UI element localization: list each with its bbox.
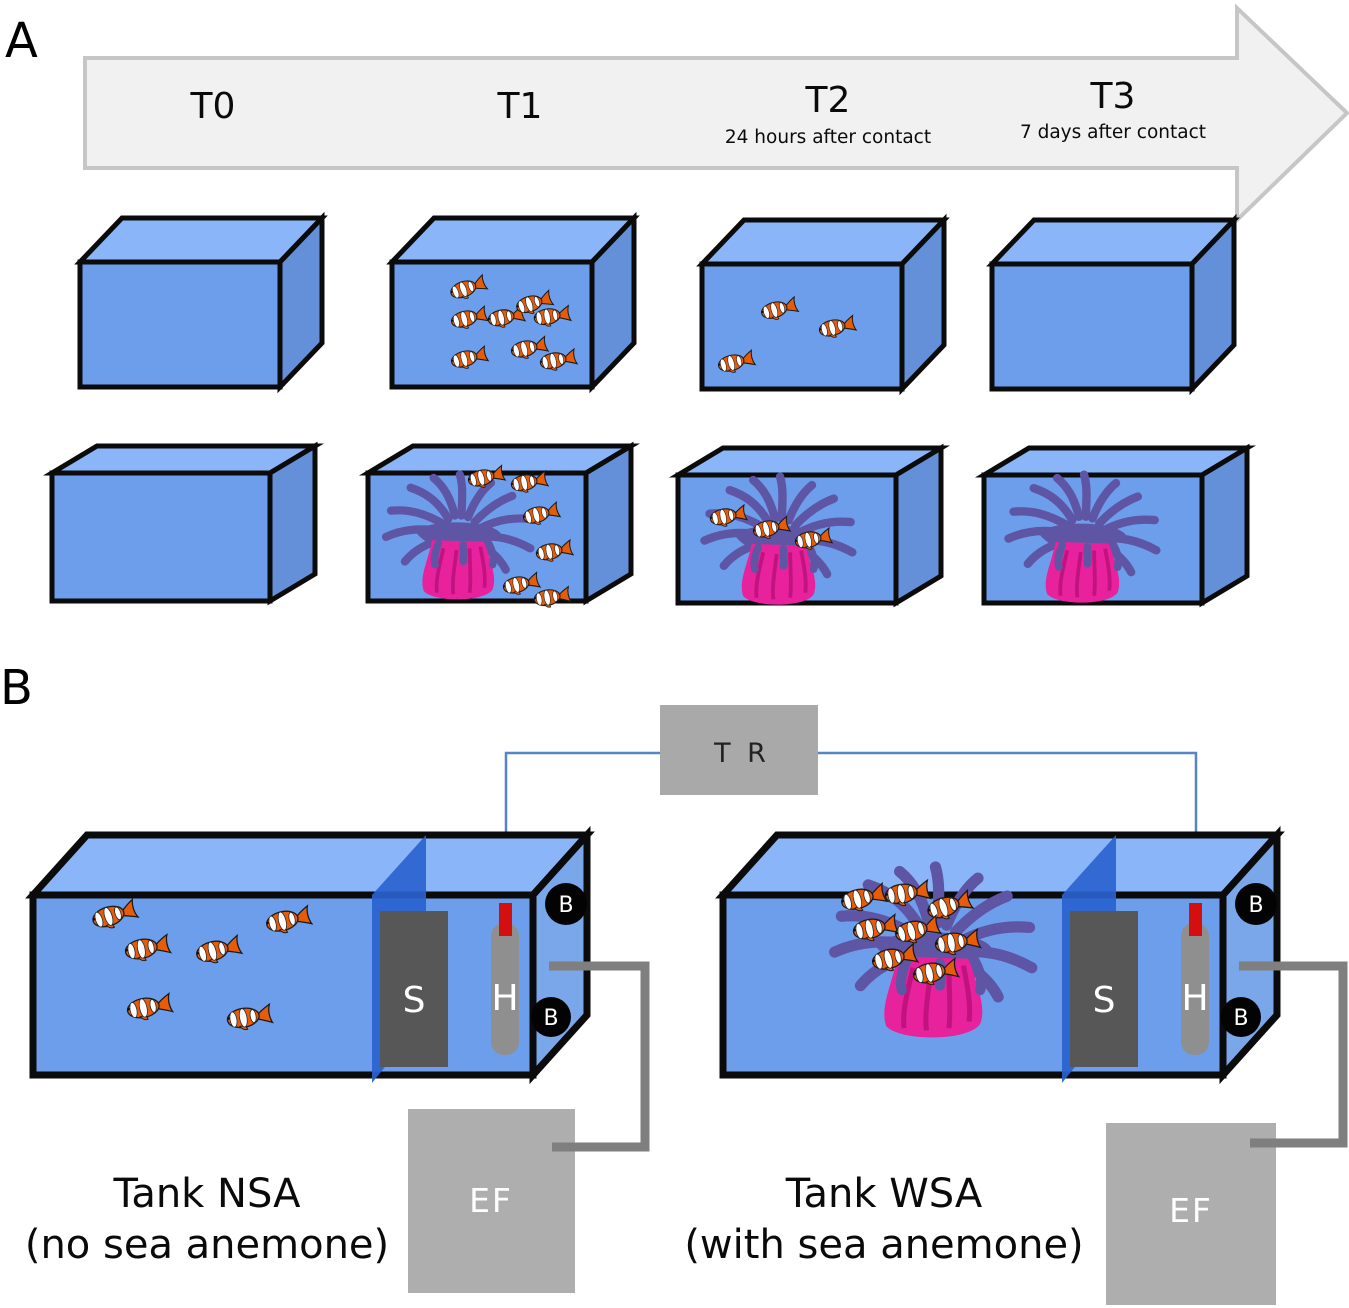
separator-label: S (1093, 980, 1116, 1021)
panel-a-label: A (5, 13, 38, 69)
tank-row1-t2 (696, 213, 950, 396)
tank-nsa-subtitle: (no sea anemone) (25, 1222, 389, 1268)
bubbler-label: B (543, 1006, 558, 1031)
tank-wsa-subtitle: (with sea anemone) (684, 1222, 1083, 1268)
tr-box: T R (660, 705, 818, 795)
bubbler-label: B (1233, 1006, 1248, 1031)
tank-row1-t3 (986, 213, 1240, 396)
timeline-t2-subcaption: 24 hours after contact (725, 127, 931, 148)
heater-cap (499, 903, 512, 936)
bubbler-label: B (558, 893, 573, 918)
pipe-right (1239, 961, 1348, 1148)
separator-box: S (1070, 911, 1138, 1067)
separator-label: S (403, 980, 426, 1021)
tank-row2-t0 (42, 441, 325, 606)
tank-nsa: S H B B (25, 825, 595, 1085)
tank-row1-t1 (386, 211, 640, 394)
bubbler-badge-bottom: B (1221, 997, 1261, 1037)
timeline-t3-label: T3 (1090, 76, 1136, 117)
bubbler-label: B (1248, 893, 1263, 918)
bubbler-badge-top: B (1235, 883, 1277, 925)
tank-row2-t1 (358, 441, 641, 611)
timeline-t3-subcaption: 7 days after contact (1020, 122, 1206, 143)
tank-nsa-title: Tank NSA (113, 1171, 302, 1217)
ef-label: EF (469, 1181, 513, 1220)
tank-wsa-title: Tank WSA (785, 1171, 983, 1217)
bubbler-badge-top: B (545, 883, 587, 925)
ef-box-left: EF (408, 1109, 575, 1293)
timeline-t0-label: T0 (190, 86, 236, 127)
timeline-arrow (83, 3, 1349, 225)
heater: H (1181, 903, 1209, 1055)
timeline-t1-label: T1 (497, 86, 543, 127)
heater-label: H (491, 978, 518, 1019)
tank-wsa: S H B B (715, 825, 1285, 1085)
bubbler-badge-bottom: B (531, 997, 571, 1037)
tr-box-label: T R (713, 738, 770, 769)
timeline-t2-label: T2 (805, 80, 851, 121)
panel-b-label: B (0, 660, 33, 716)
ef-label: EF (1169, 1191, 1213, 1230)
tank-row1-t0 (74, 211, 328, 394)
heater: H (491, 903, 519, 1055)
tank-row2-t2 (668, 443, 951, 605)
heater-cap (1189, 903, 1202, 936)
separator-box: S (380, 911, 448, 1067)
pipe-left (549, 961, 650, 1152)
ef-box-right: EF (1106, 1123, 1276, 1305)
tank-row2-t3 (974, 443, 1257, 608)
heater-label: H (1181, 978, 1208, 1019)
